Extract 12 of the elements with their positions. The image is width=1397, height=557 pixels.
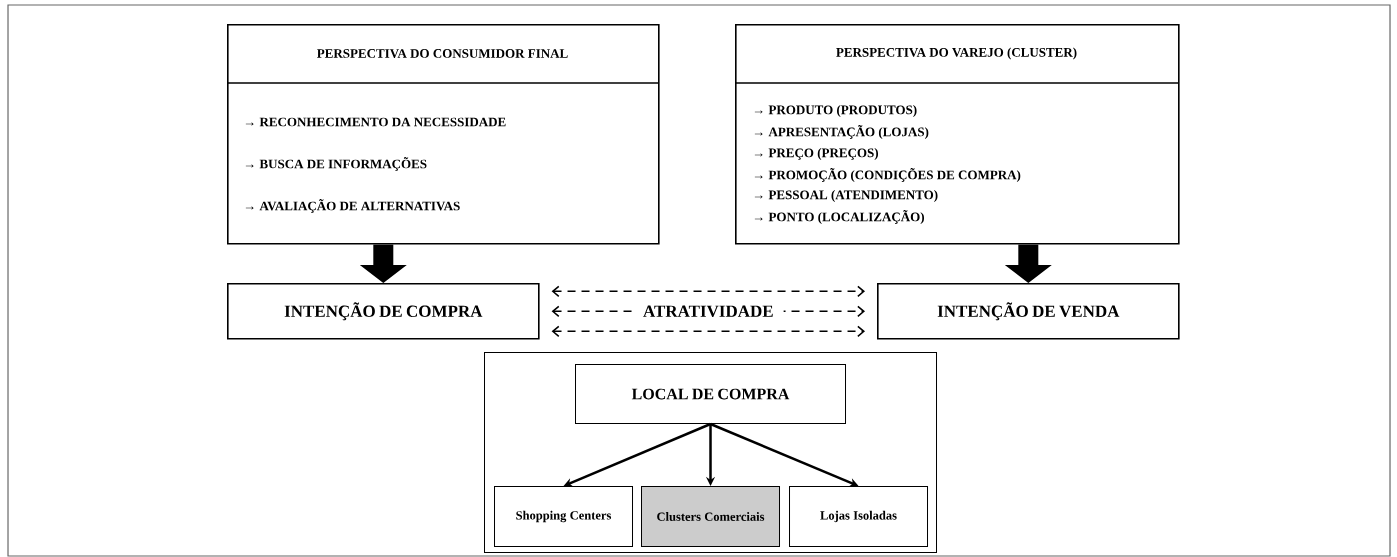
edge-label: ATRATIVIDADE <box>633 303 784 320</box>
intention-box: INTENÇÃO DE VENDA <box>877 283 1180 340</box>
group-frame <box>484 352 937 553</box>
intention-box: INTENÇÃO DE COMPRA <box>227 283 540 340</box>
store-type-box: Lojas Isoladas <box>789 486 928 547</box>
place-box: LOCAL DE COMPRA <box>575 364 846 424</box>
perspective-box: PERSPECTIVA DO CONSUMIDOR FINAL → RECONHECIMENTO DA NECESSIDADE → BUSCA DE INFORMAÇÕES → AVALIAÇÃO DE ALTERNATIVAS <box>226 24 660 245</box>
perspective-box: PERSPECTIVA DO VAREJO (CLUSTER) → PRODUTO (PRODUTOS) → APRESENTAÇÃO (LOJAS) → PREÇO (PREÇOS) → PROMOÇÃO (CONDIÇÕES DE COMPRA) → PESSOAL (ATENDIMENTO) → PONTO (LOCALIZAÇÃO) <box>734 24 1180 245</box>
store-type-box: Clusters Comerciais <box>641 486 780 547</box>
store-type-box: Shopping Centers <box>494 486 633 547</box>
dashed-arrow <box>551 325 865 338</box>
dashed-arrow <box>551 285 865 298</box>
